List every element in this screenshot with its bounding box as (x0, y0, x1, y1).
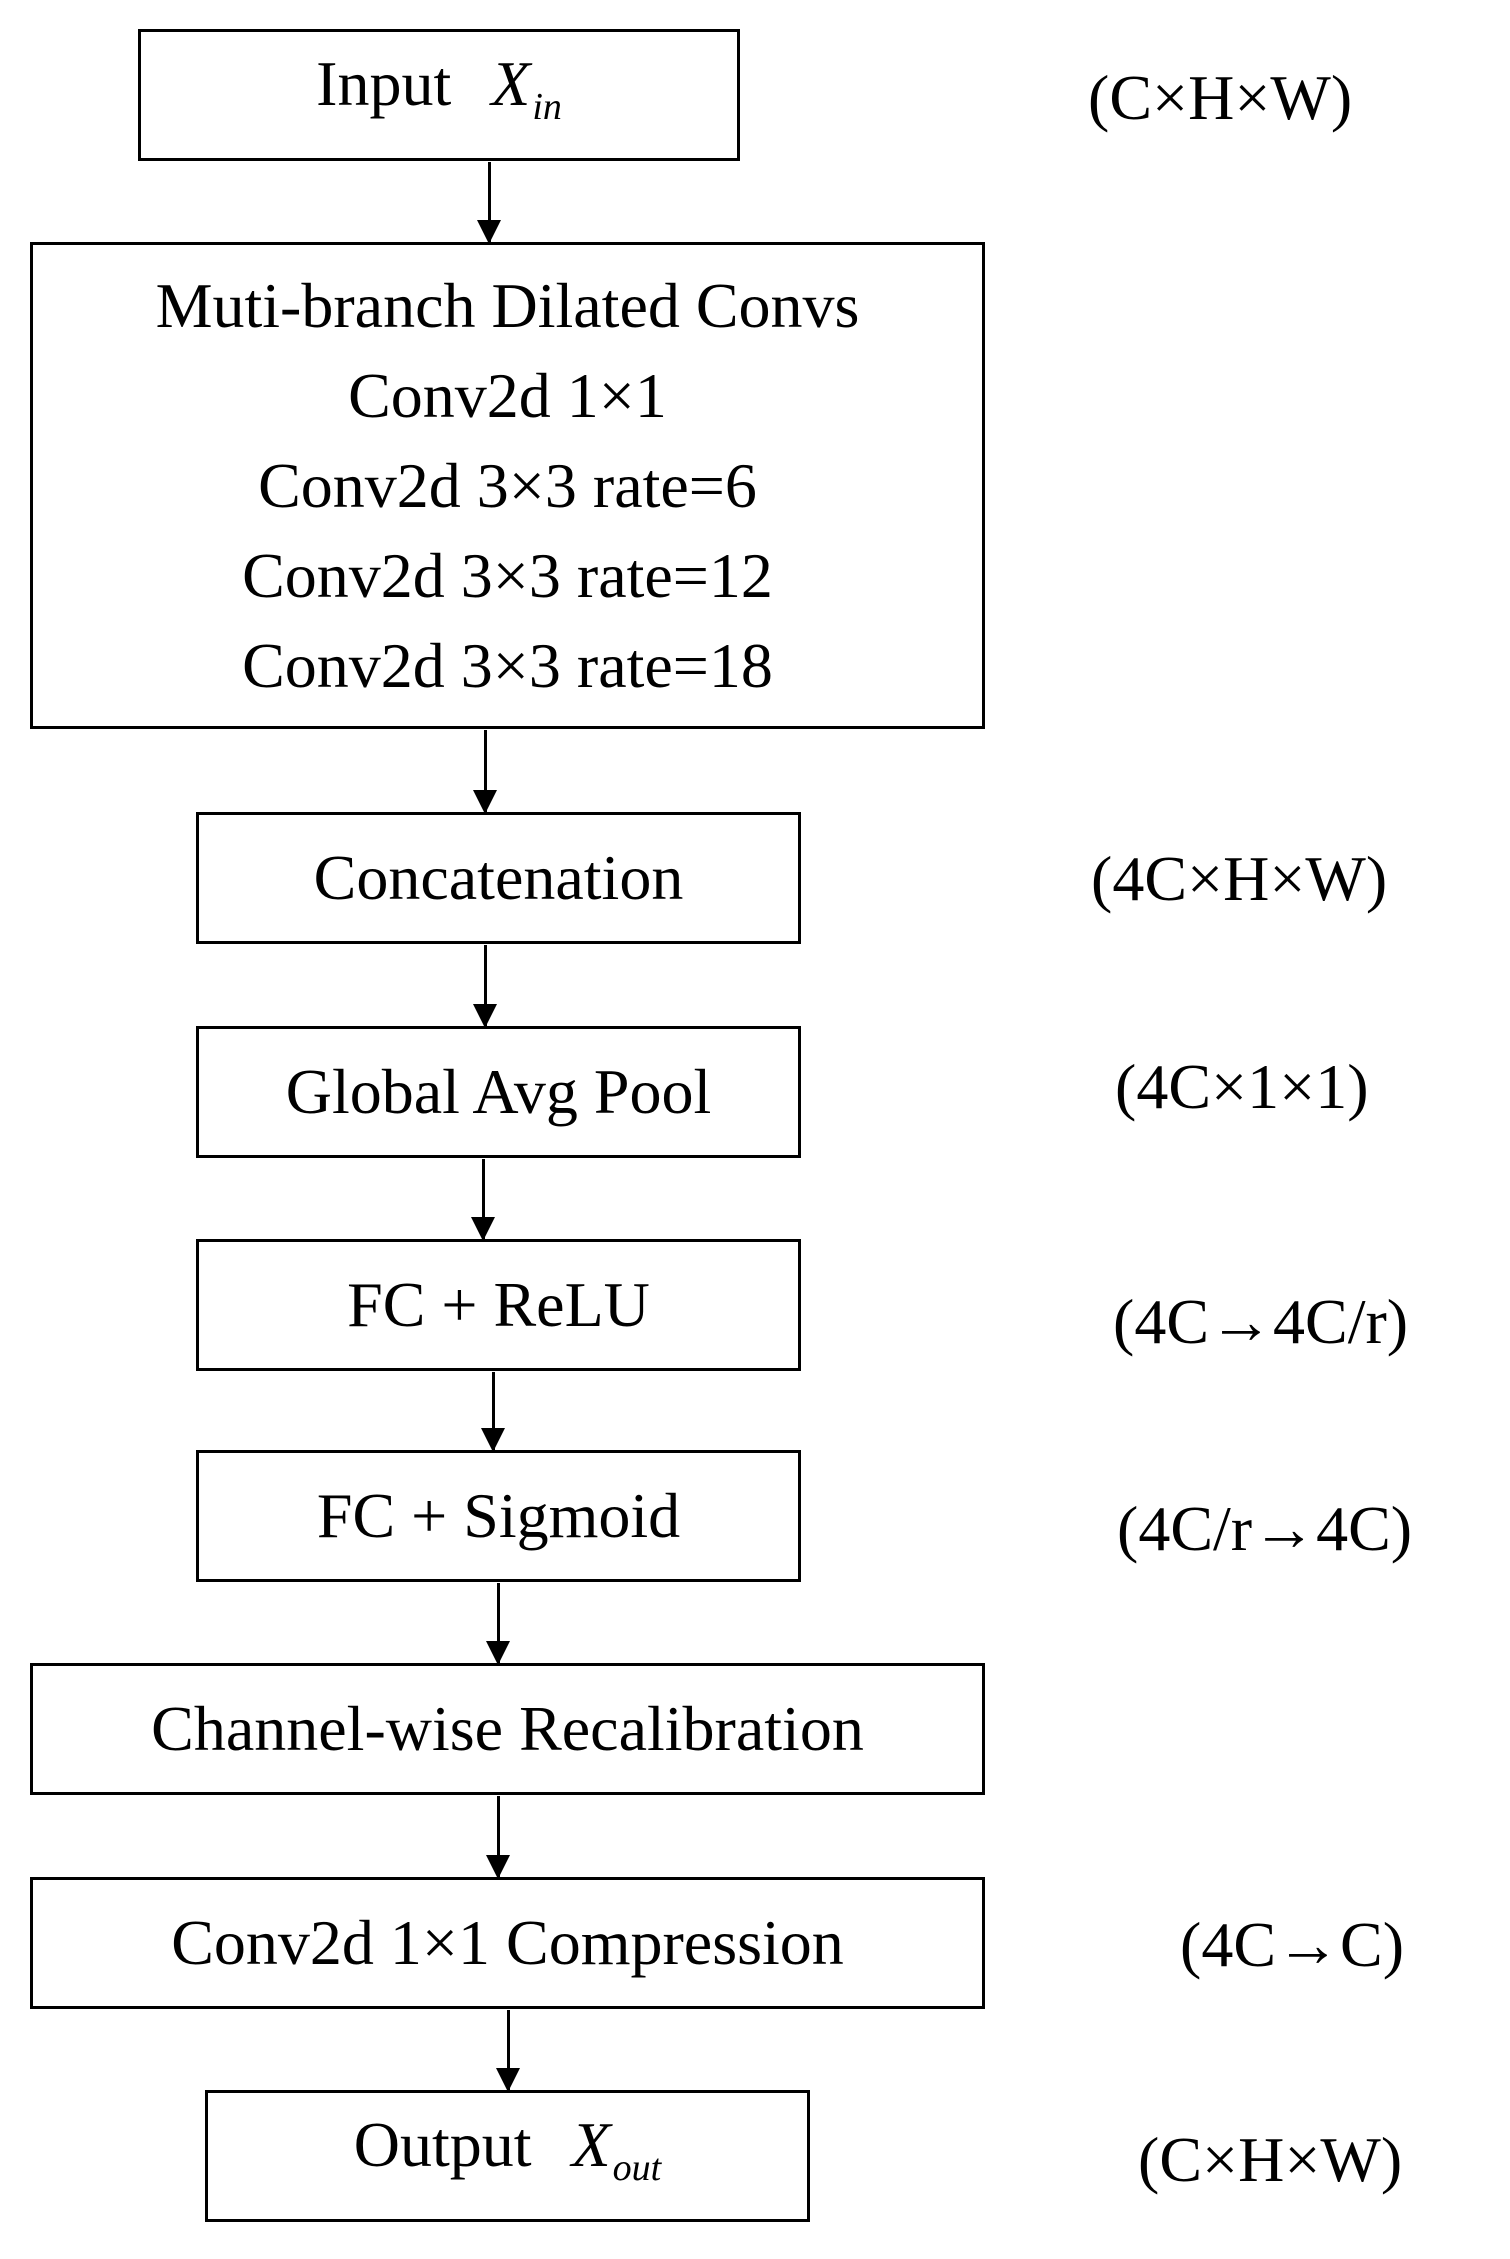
compression-label: Conv2d 1×1 Compression (171, 1907, 844, 1978)
concatenation-label: Concatenation (313, 842, 684, 913)
input-label-line: Input Xin (316, 39, 562, 152)
fc-relu-label: FC + ReLU (347, 1269, 650, 1340)
dilated-convs-box: Muti-branch Dilated Convs Conv2d 1×1 Con… (30, 242, 985, 729)
arrow-concat-to-gap (473, 945, 497, 1028)
arrow-recal-to-compress (486, 1796, 510, 1879)
dilated-branch-3: Conv2d 3×3 rate=12 (242, 539, 773, 611)
output-label-line: Output Xout (354, 2100, 661, 2213)
arrow-dilated-to-concat (473, 730, 497, 814)
output-subscript: out (612, 2146, 662, 2189)
global-avg-pool-box: Global Avg Pool (196, 1026, 801, 1158)
arrow-gap-to-fc-relu (471, 1159, 495, 1241)
output-label: Output (353, 2108, 532, 2180)
arrow-input-to-dilated (477, 162, 501, 244)
output-box: Output Xout (205, 2090, 810, 2222)
dim-concat: (4C×H×W) (1091, 843, 1388, 914)
dim-fc-sigmoid: (4C/r→4C) (1117, 1493, 1413, 1564)
output-variable: Xout (571, 2108, 662, 2189)
fc-sigmoid-label: FC + Sigmoid (316, 1480, 681, 1551)
dim-compress: (4C→C) (1180, 1909, 1404, 1980)
dilated-title: Muti-branch Dilated Convs (155, 269, 860, 341)
dilated-branch-2: Conv2d 3×3 rate=6 (258, 449, 757, 521)
channel-recalibration-box: Channel-wise Recalibration (30, 1663, 985, 1795)
compression-box: Conv2d 1×1 Compression (30, 1877, 985, 2009)
global-avg-pool-label: Global Avg Pool (285, 1056, 712, 1127)
channel-recalibration-label: Channel-wise Recalibration (151, 1693, 864, 1764)
dim-input: (C×H×W) (1088, 62, 1353, 133)
input-label: Input (316, 47, 452, 119)
dilated-branch-1: Conv2d 1×1 (348, 359, 667, 431)
dim-gap: (4C×1×1) (1115, 1051, 1369, 1122)
concatenation-box: Concatenation (196, 812, 801, 944)
arrow-compress-to-output (496, 2010, 520, 2092)
fc-sigmoid-box: FC + Sigmoid (196, 1450, 801, 1582)
fc-relu-box: FC + ReLU (196, 1239, 801, 1371)
input-variable: Xin (491, 47, 562, 128)
input-box: Input Xin (138, 29, 740, 161)
arrow-fc-sigmoid-to-recal (486, 1583, 510, 1665)
arrow-fc-relu-to-fc-sigmoid (481, 1372, 505, 1452)
dilated-branch-4: Conv2d 3×3 rate=18 (242, 629, 773, 701)
dim-fc-relu: (4C→4C/r) (1113, 1286, 1409, 1357)
dim-output: (C×H×W) (1138, 2124, 1403, 2195)
input-subscript: in (532, 85, 562, 128)
